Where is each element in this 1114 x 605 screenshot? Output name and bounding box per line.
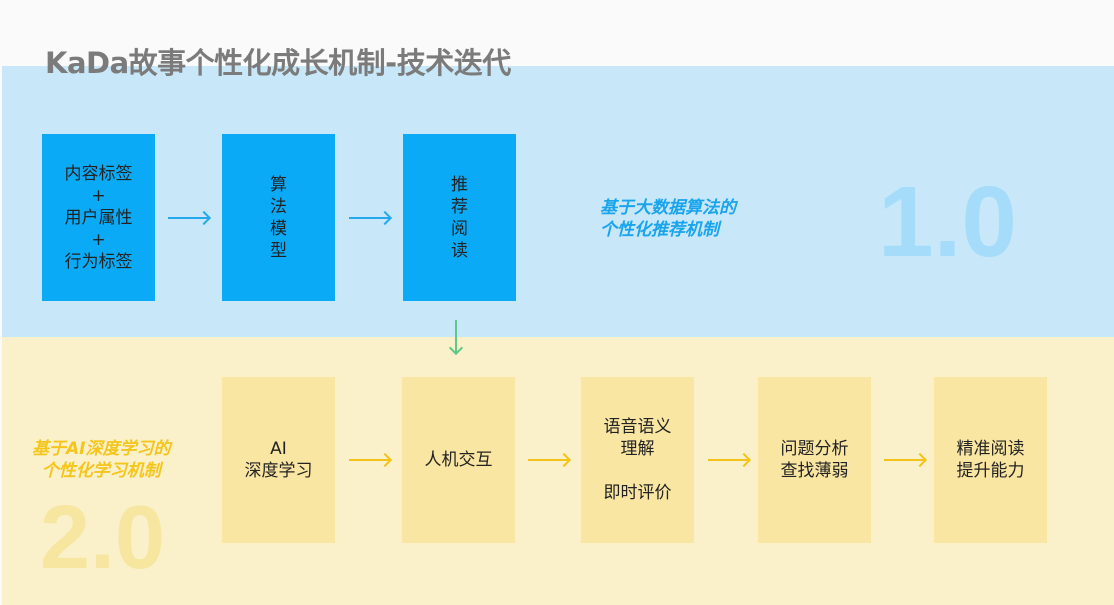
arrow-right-icon: [349, 217, 389, 219]
ai-deep-learning-box: AI 深度学习: [222, 377, 335, 543]
recommend-reading-box: 推 荐 阅 读: [403, 134, 516, 301]
arrow-right-icon: [708, 459, 748, 461]
content-tags-box: 内容标签 + 用户属性 + 行为标签: [42, 134, 155, 301]
page-title: KaDa故事个性化成长机制-技术迭代: [45, 46, 511, 80]
arrow-right-icon: [528, 459, 568, 461]
arrow-right-icon: [168, 217, 208, 219]
version-1-label: 1.0: [878, 166, 1018, 278]
arrow-right-icon: [349, 459, 389, 461]
problem-analysis-box: 问题分析 查找薄弱: [758, 377, 871, 543]
version-2-band: [2, 337, 1114, 605]
algorithm-model-box: 算 法 模 型: [222, 134, 335, 301]
version-1-band: [2, 66, 1114, 337]
version-1-slogan: 基于大数据算法的 个性化推荐机制: [600, 198, 736, 240]
precise-reading-box: 精准阅读 提升能力: [934, 377, 1047, 543]
arrow-down-icon: [448, 320, 464, 356]
arrow-right-icon: [884, 459, 924, 461]
speech-understanding-box: 语音语义 理解 即时评价: [581, 377, 694, 543]
version-2-slogan: 基于AI深度学习的 个性化学习机制: [32, 439, 171, 481]
human-computer-interaction-box: 人机交互: [402, 377, 515, 543]
version-2-label: 2.0: [40, 488, 166, 588]
